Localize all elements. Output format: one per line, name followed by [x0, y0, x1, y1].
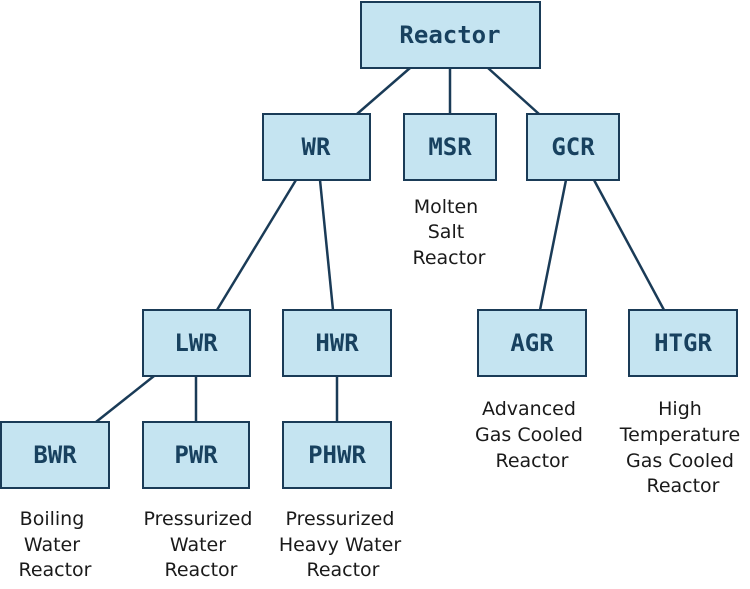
edge-gcr-htgr: [592, 179, 666, 311]
edge-gcr-agr: [538, 179, 568, 311]
desc-msr-line: Reactor: [412, 247, 485, 269]
desc-htgr-line: Reactor: [646, 475, 719, 497]
desc-pwr: Pressurized Water Reactor: [144, 508, 259, 581]
edge-wr-hwr: [318, 179, 335, 311]
node-wr-label: WR: [302, 133, 331, 161]
node-wr: WR: [262, 113, 371, 181]
node-msr: MSR: [403, 113, 497, 181]
node-agr: AGR: [477, 309, 587, 377]
node-pwr-label: PWR: [174, 441, 218, 469]
node-reactor-label: Reactor: [399, 21, 500, 49]
node-reactor: Reactor: [360, 1, 541, 69]
edge-wr-lwr: [215, 179, 298, 311]
desc-msr-line: Molten: [414, 196, 478, 218]
desc-pwr-line: Water: [170, 534, 226, 556]
desc-agr-line: Advanced: [482, 398, 576, 420]
node-gcr: GCR: [526, 113, 620, 181]
node-hwr-label: HWR: [315, 329, 359, 357]
desc-bwr-line: Reactor: [18, 559, 91, 581]
node-lwr: LWR: [142, 309, 251, 377]
node-hwr: HWR: [282, 309, 392, 377]
desc-htgr-line: Gas Cooled: [626, 450, 734, 472]
node-bwr-label: BWR: [33, 441, 77, 469]
desc-bwr: Boiling Water Reactor: [18, 508, 91, 581]
node-htgr-label: HTGR: [654, 329, 712, 357]
desc-htgr-line: Temperature: [619, 424, 740, 446]
edge-reactor-wr: [356, 67, 411, 115]
desc-phwr: Pressurized Heavy Water Reactor: [279, 508, 407, 581]
node-pwr: PWR: [142, 421, 250, 489]
node-gcr-label: GCR: [551, 133, 595, 161]
desc-pwr-line: Pressurized: [144, 508, 253, 530]
desc-agr-line: Gas Cooled: [475, 424, 583, 446]
desc-phwr-line: Pressurized: [286, 508, 395, 530]
desc-pwr-line: Reactor: [164, 559, 237, 581]
desc-bwr-line: Boiling: [20, 508, 85, 530]
edge-reactor-gcr: [487, 67, 540, 115]
desc-agr: Advanced Gas Cooled Reactor: [475, 398, 589, 472]
node-phwr-label: PHWR: [308, 441, 366, 469]
node-agr-label: AGR: [510, 329, 554, 357]
desc-phwr-line: Heavy Water: [279, 534, 402, 556]
node-bwr: BWR: [0, 421, 110, 489]
desc-agr-line: Reactor: [495, 450, 568, 472]
edges: [95, 67, 666, 423]
desc-msr: Molten Salt Reactor: [412, 196, 485, 269]
desc-htgr: High Temperature Gas Cooled Reactor: [619, 398, 746, 497]
desc-phwr-line: Reactor: [306, 559, 379, 581]
node-lwr-label: LWR: [174, 329, 218, 357]
edge-lwr-bwr: [95, 375, 155, 423]
desc-htgr-line: High: [658, 398, 702, 420]
desc-msr-line: Salt: [428, 221, 464, 243]
node-htgr: HTGR: [628, 309, 738, 377]
node-phwr: PHWR: [282, 421, 392, 489]
node-msr-label: MSR: [428, 133, 472, 161]
desc-bwr-line: Water: [24, 534, 80, 556]
